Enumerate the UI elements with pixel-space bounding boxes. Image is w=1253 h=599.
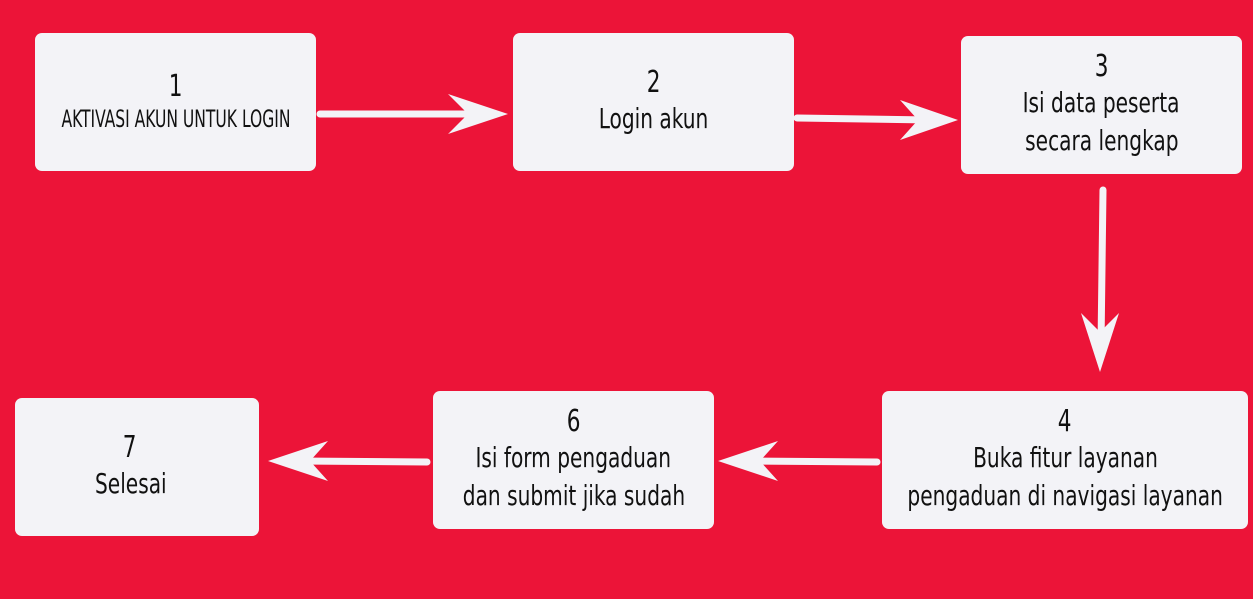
step-number: 4 xyxy=(1058,404,1072,439)
step-number: 3 xyxy=(1094,49,1109,84)
step-text: secara lengkap xyxy=(1024,124,1179,157)
step-box-7: 7 Selesai xyxy=(15,398,259,536)
step-box-2: 2 Login akun xyxy=(513,33,794,171)
arrow-2-to-3 xyxy=(793,100,958,140)
step-number: 2 xyxy=(646,65,661,100)
step-box-4: 4 Buka fitur layanan pengaduan di naviga… xyxy=(882,391,1248,529)
arrow-3-to-4 xyxy=(1081,186,1119,372)
step-text: Selesai xyxy=(95,467,167,500)
arrow-6-to-7 xyxy=(268,441,431,481)
step-text: Isi data peserta xyxy=(1023,86,1180,119)
step-text: Buka fitur layanan xyxy=(972,441,1158,474)
arrow-4-to-6 xyxy=(718,441,881,481)
step-box-6: 6 Isi form pengaduan dan submit jika sud… xyxy=(433,391,714,529)
step-number: 1 xyxy=(168,69,183,104)
step-text: pengaduan di navigasi layanan xyxy=(907,479,1223,512)
step-text: AKTIVASI AKUN UNTUK LOGIN xyxy=(61,105,290,133)
arrow-1-to-2 xyxy=(316,94,508,134)
step-number: 7 xyxy=(122,430,137,465)
step-number: 6 xyxy=(566,404,581,439)
step-text: Isi form pengaduan xyxy=(475,441,672,474)
step-box-3: 3 Isi data peserta secara lengkap xyxy=(961,36,1242,174)
step-text: Login akun xyxy=(598,102,709,135)
step-text: dan submit jika sudah xyxy=(462,479,685,512)
step-box-1: 1 AKTIVASI AKUN UNTUK LOGIN xyxy=(35,33,316,171)
